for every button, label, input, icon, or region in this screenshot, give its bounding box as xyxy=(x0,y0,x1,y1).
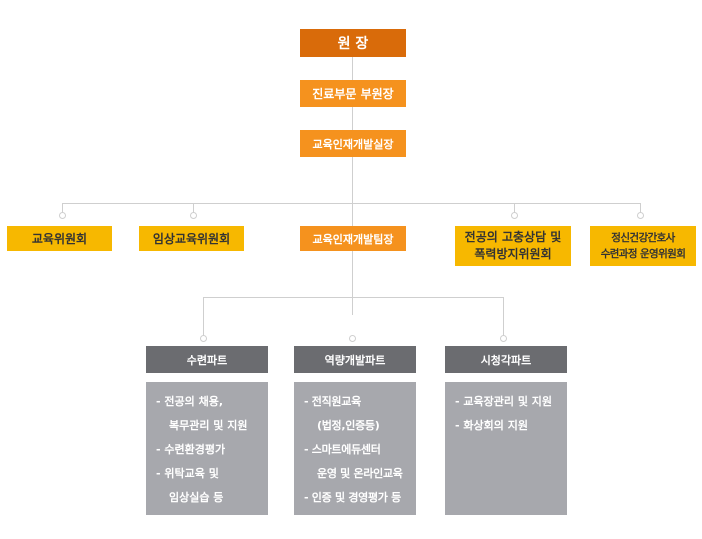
vice-director-label: 진료부문 부원장 xyxy=(312,87,394,101)
part-header-training: 수련파트 xyxy=(146,346,268,373)
office-head-label: 교육인재개발실장 xyxy=(312,137,394,151)
part-header-audiovisual: 시청각파트 xyxy=(445,346,567,373)
director-box: 원 장 xyxy=(300,29,406,57)
connector-line xyxy=(62,203,641,204)
connector-dot xyxy=(637,212,644,219)
connector-dot xyxy=(200,335,207,342)
committee-label-line: 수련과정 운영위원회 xyxy=(600,248,686,260)
duty-item: - 교육장관리 및 지원 xyxy=(455,395,553,408)
part-header-competency: 역량개발파트 xyxy=(294,346,416,373)
part-body-audiovisual: - 교육장관리 및 지원 - 화상회의 지원 xyxy=(445,382,567,515)
duty-item: - 전직원교육 xyxy=(304,395,361,408)
team-leader-box: 교육인재개발팀장 xyxy=(300,226,406,251)
duty-item: 복무관리 및 지원 xyxy=(169,419,248,432)
director-label: 원 장 xyxy=(337,36,369,52)
connector-dot xyxy=(500,335,507,342)
connector-line xyxy=(640,203,641,215)
connector-line xyxy=(193,203,194,215)
duty-item: - 위탁교육 및 xyxy=(156,467,219,480)
psychiatric-nurse-committee-box: 정신건강간호사 수련과정 운영위원회 xyxy=(590,226,696,266)
connector-line xyxy=(503,297,504,337)
duty-item: - 수련환경평가 xyxy=(156,443,226,456)
part-title: 시청각파트 xyxy=(480,353,532,367)
connector-line xyxy=(203,297,504,298)
part-title: 수련파트 xyxy=(186,353,228,367)
part-title: 역량개발파트 xyxy=(324,353,386,367)
connector-dot xyxy=(59,212,66,219)
connector-line xyxy=(203,297,204,337)
committee-label-line: 전공의 고충상담 및 xyxy=(464,230,562,244)
duty-item: - 화상회의 지원 xyxy=(455,419,528,432)
duty-item: - 인증 및 경영평가 등 xyxy=(304,491,401,504)
committee-label: 교육위원회 xyxy=(31,232,88,246)
connector-dot xyxy=(511,212,518,219)
resident-grievance-committee-box: 전공의 고충상담 및 폭력방지위원회 xyxy=(455,226,571,266)
connector-dot xyxy=(349,335,356,342)
part-body-competency: - 전직원교육 (법정,인증등) - 스마트에듀센터 운영 및 온라인교육 - … xyxy=(294,382,416,515)
duty-item: 임상실습 등 xyxy=(169,491,224,504)
connector-line xyxy=(514,203,515,215)
vice-director-box: 진료부문 부원장 xyxy=(300,80,406,107)
duty-item: - 전공의 채용, xyxy=(156,395,224,408)
office-head-box: 교육인재개발실장 xyxy=(300,130,406,157)
education-committee-box: 교육위원회 xyxy=(7,226,112,251)
team-leader-label: 교육인재개발팀장 xyxy=(312,232,394,246)
committee-label-line: 폭력방지위원회 xyxy=(474,247,552,261)
clinical-education-committee-box: 임상교육위원회 xyxy=(139,226,244,251)
part-body-training: - 전공의 채용, 복무관리 및 지원 - 수련환경평가 - 위탁교육 및 임상… xyxy=(146,382,268,515)
connector-dot xyxy=(190,212,197,219)
duty-item: (법정,인증등) xyxy=(317,419,380,432)
connector-line xyxy=(352,57,353,315)
connector-line xyxy=(62,203,63,215)
duty-item: - 스마트에듀센터 xyxy=(304,443,381,456)
committee-label: 임상교육위원회 xyxy=(152,232,231,246)
committee-label-line: 정신건강간호사 xyxy=(611,232,675,244)
duty-item: 운영 및 온라인교육 xyxy=(317,467,403,480)
